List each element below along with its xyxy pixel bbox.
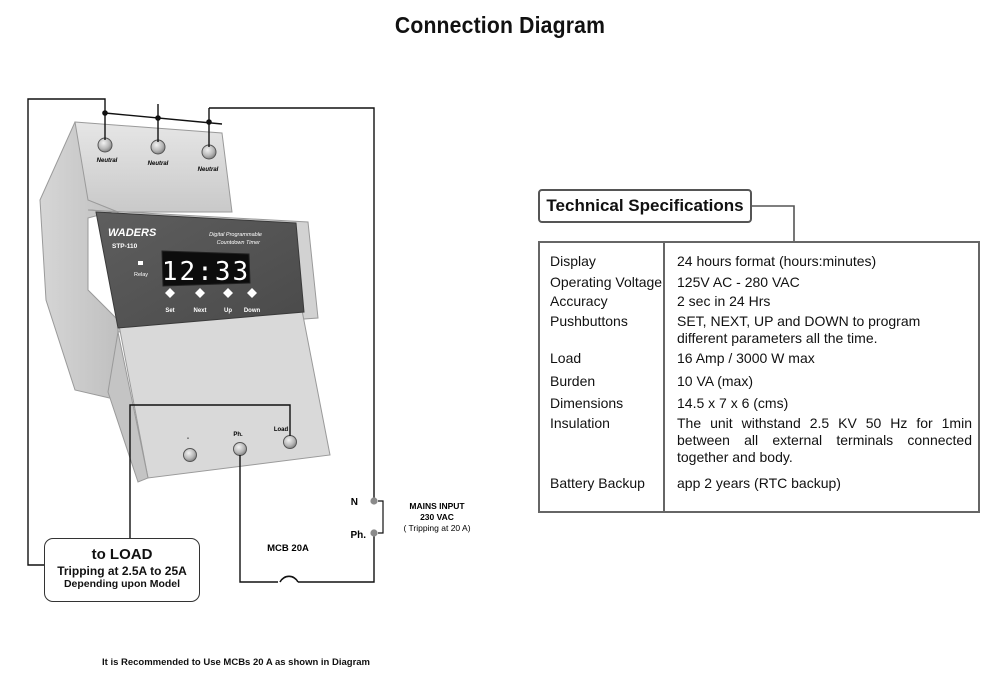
- mcb-switch-icon: [279, 575, 299, 583]
- spec-label: Display: [550, 253, 596, 269]
- phase-wire: [239, 455, 278, 583]
- mains-neutral-dot: [370, 497, 378, 505]
- bottom-terminal-label: Ph.: [233, 432, 243, 438]
- terminal-screw-icon: [283, 435, 297, 449]
- spec-column-divider: [663, 243, 665, 511]
- to-load-box: to LOAD Tripping at 2.5A to 25A Dependin…: [44, 538, 200, 602]
- spec-table: Display 24 hours format (hours:minutes) …: [538, 241, 980, 513]
- spec-label: Dimensions: [550, 395, 624, 411]
- load-output-wire: [129, 404, 291, 538]
- brand-logo: WADERS: [108, 227, 157, 239]
- phase-wire: [298, 536, 375, 583]
- device-subtitle-1: Digital Programmable: [209, 232, 262, 238]
- top-terminal-label: Neutral: [97, 158, 118, 164]
- button-next[interactable]: Next: [193, 288, 207, 314]
- page-title: Connection Diagram: [394, 12, 606, 38]
- button-set[interactable]: Set: [165, 288, 175, 314]
- terminal-screw-icon: [97, 137, 113, 153]
- mains-phase-dot: [370, 529, 378, 537]
- to-load-title: to LOAD: [91, 546, 153, 563]
- button-set-label: Set: [165, 308, 174, 314]
- relay-led-icon: [138, 261, 143, 265]
- spec-value: 14.5 x 7 x 6 (cms): [677, 395, 789, 411]
- spec-value: 125V AC - 280 VAC: [677, 274, 800, 290]
- display-window: [161, 250, 251, 287]
- junction-dot: [206, 119, 212, 125]
- spec-value: SET, NEXT, UP and DOWN to program differ…: [677, 313, 921, 346]
- terminal-screw-icon: [183, 448, 197, 462]
- terminal-screw-icon: [150, 139, 166, 155]
- button-up-label: Up: [224, 308, 232, 314]
- relay-label: Relay: [134, 272, 148, 278]
- button-down[interactable]: Down: [244, 288, 261, 314]
- button-up[interactable]: Up: [223, 288, 233, 314]
- mains-input-line3: ( Tripping at 20 A): [403, 523, 470, 533]
- bottom-terminal-label: -: [187, 436, 189, 442]
- mains-input-line1: MAINS INPUT: [409, 501, 465, 511]
- display-time: 12:33: [162, 257, 250, 287]
- spec-label: Battery Backup: [550, 475, 645, 491]
- mains-neutral-wire: [209, 107, 375, 498]
- top-terminal-label: Neutral: [198, 167, 219, 173]
- spec-label: Operating Voltage: [550, 274, 663, 290]
- mcb-label: MCB 20A: [267, 543, 309, 554]
- spec-title-box: Technical Specifications: [538, 189, 752, 223]
- spec-label: Load: [550, 350, 582, 366]
- device-subtitle-2: Countdown Timer: [217, 240, 262, 246]
- timer-device: 12:33 WADERS STP-110 Digital Programmabl…: [39, 121, 331, 483]
- spec-value: 16 Amp / 3000 W max: [677, 350, 815, 366]
- to-load-depending: Depending upon Model: [63, 578, 181, 590]
- junction-dot: [102, 110, 108, 116]
- mains-bracket: [378, 500, 384, 534]
- junction-dot: [155, 115, 161, 121]
- mains-input-line2: 230 VAC: [420, 512, 454, 522]
- spec-label: Accuracy: [550, 293, 608, 309]
- device-lower-face: [117, 299, 331, 479]
- bottom-terminal-label: Load: [274, 427, 289, 433]
- to-load-tripping: Tripping at 2.5A to 25A: [57, 564, 187, 578]
- spec-label: Insulation: [550, 415, 610, 431]
- spec-label: Pushbuttons: [550, 313, 628, 329]
- device-lower-side: [107, 331, 149, 483]
- button-next-label: Next: [193, 308, 206, 314]
- spec-value: app 2 years (RTC backup): [677, 475, 841, 491]
- spec-value: The unit withstand 2.5 KV 50 Hz for 1min…: [677, 415, 972, 465]
- spec-value: 2 sec in 24 Hrs: [677, 293, 771, 309]
- top-terminal-label: Neutral: [148, 161, 169, 167]
- load-neutral-wire: [27, 98, 106, 566]
- spec-value: 24 hours format (hours:minutes): [677, 253, 877, 269]
- device-top-face: [74, 121, 233, 213]
- spec-title-connector: [752, 205, 795, 241]
- spec-label: Burden: [550, 373, 596, 389]
- mains-ph-label: Ph.: [350, 530, 366, 541]
- spec-title: Technical Specifications: [546, 196, 744, 215]
- footnote: It is Recommended to Use MCBs 20 A as sh…: [102, 657, 370, 668]
- model-number: STP-110: [112, 243, 138, 250]
- terminal-screw-icon: [201, 144, 217, 160]
- terminal-screw-icon: [233, 442, 247, 456]
- wiring: [27, 98, 384, 583]
- button-down-label: Down: [244, 308, 261, 314]
- mains-n-label: N: [351, 497, 358, 508]
- spec-value: 10 VA (max): [677, 373, 753, 389]
- neutral-bus-wire: [104, 112, 223, 125]
